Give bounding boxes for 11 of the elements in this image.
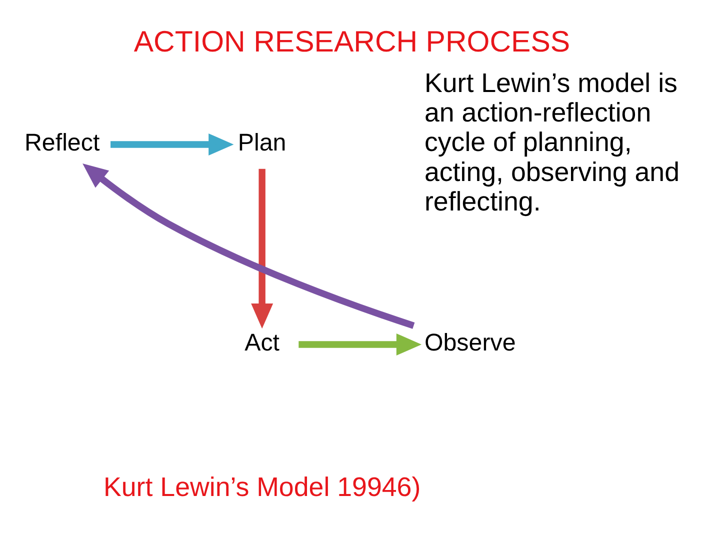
label: Kurt Lewin’s Model 19946): [103, 472, 421, 502]
node-text: Plan: [238, 129, 286, 156]
node-text: Reflect: [24, 129, 100, 156]
node-text: Act: [244, 329, 280, 356]
arrow: [251, 168, 274, 329]
arrow: [298, 334, 422, 356]
label: Kurt Lewin’s model is an action-reflection cycle of planning, acting, observing and reflecting.: [424, 68, 680, 216]
node-text: Observe: [424, 329, 516, 356]
arrow: [82, 164, 415, 329]
arrow: [110, 134, 234, 156]
diagram-title: ACTION RESEARCH PROCESS: [134, 25, 570, 58]
